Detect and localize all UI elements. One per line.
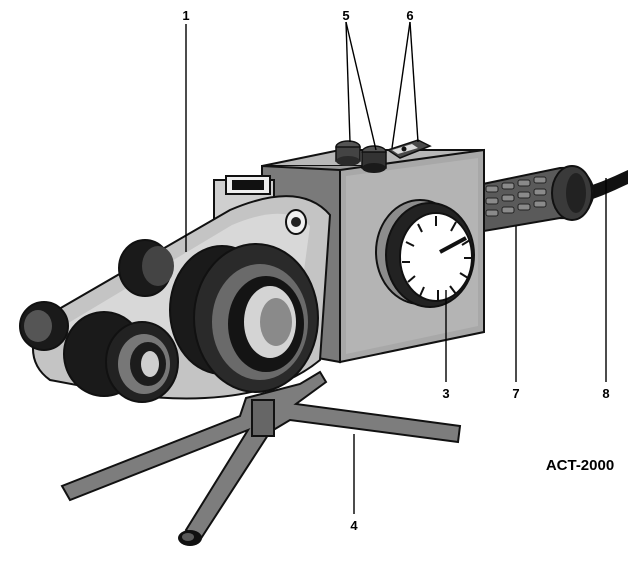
model-label: ACT-2000	[546, 457, 614, 474]
large-welding-nozzle	[169, 243, 319, 393]
temperature-dial	[375, 199, 475, 308]
power-switches	[335, 140, 387, 173]
callout-3: 3	[442, 386, 449, 401]
stand	[60, 370, 462, 546]
leader-lines	[185, 21, 607, 514]
callout-5: 5	[342, 8, 349, 23]
callout-1: 1	[182, 8, 189, 23]
small-welding-nozzle	[63, 311, 179, 403]
grip-handle	[477, 165, 596, 234]
callout-8: 8	[602, 386, 609, 401]
indicator-lights	[386, 139, 432, 159]
callout-4: 4	[350, 518, 358, 533]
callout-6: 6	[406, 8, 413, 23]
callout-7: 7	[512, 386, 519, 401]
